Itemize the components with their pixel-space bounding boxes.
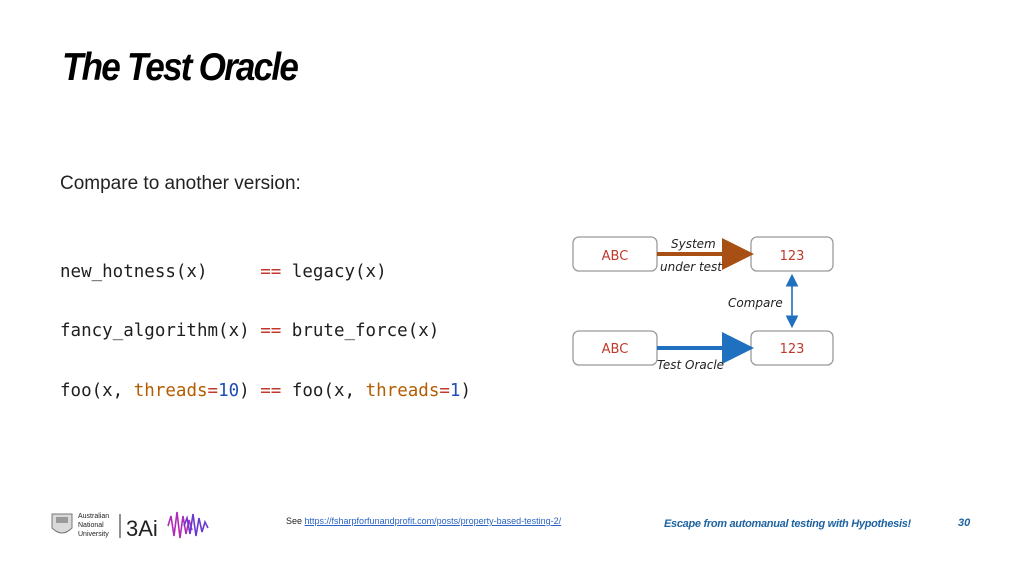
code-equals: = <box>207 381 219 401</box>
anu-logo-line1: Australian <box>78 513 109 520</box>
input-bottom-text: ABC <box>602 342 629 357</box>
reference-note: See https://fsharpforfunandprofit.com/po… <box>286 516 561 526</box>
code-operator: == <box>260 381 282 401</box>
talk-title: Escape from automanual testing with Hypo… <box>664 518 911 530</box>
output-bottom-text: 123 <box>780 342 805 357</box>
code-line-1: new_hotness(x) == legacy(x) <box>60 262 387 282</box>
code-number: 1 <box>449 381 461 401</box>
code-param: threads <box>365 381 440 401</box>
footer-logos: Australian National University 3Ai <box>51 511 209 541</box>
page-number: 30 <box>958 517 971 529</box>
3ai-wave-icon <box>167 511 209 539</box>
3ai-logo-text: 3Ai <box>126 516 158 541</box>
code-right: brute_force(x) <box>281 321 440 341</box>
code-right: legacy(x) <box>281 262 387 282</box>
label-oracle: Test Oracle <box>657 358 724 372</box>
test-oracle-diagram: ABC 123 System under test Compare ABC 12… <box>572 236 834 372</box>
reference-link[interactable]: https://fsharpforfunandprofit.com/posts/… <box>304 516 562 526</box>
code-left: new_hotness(x) <box>60 262 261 282</box>
code-part: foo(x, <box>281 381 366 401</box>
anu-crest-icon <box>51 513 73 534</box>
code-line-2: fancy_algorithm(x) == brute_force(x) <box>60 321 439 341</box>
code-part: ) <box>239 381 261 401</box>
output-top-text: 123 <box>780 249 805 264</box>
code-left: fancy_algorithm(x) <box>60 321 261 341</box>
code-part: foo(x, <box>60 381 134 401</box>
slide-title: The Test Oracle <box>62 46 299 89</box>
intro-text: Compare to another version: <box>60 173 301 194</box>
label-compare: Compare <box>728 296 783 310</box>
code-equals: = <box>439 381 450 401</box>
code-number: 10 <box>218 381 240 401</box>
input-top-text: ABC <box>602 249 629 264</box>
label-sut-line2: under test <box>660 260 723 274</box>
reference-prefix: See <box>286 516 303 526</box>
label-sut-line1: System <box>671 237 716 251</box>
anu-logo-line2: National <box>78 522 104 529</box>
code-line-3: foo(x, threads=10) == foo(x, threads=1) <box>60 381 471 401</box>
code-operator: == <box>260 262 282 282</box>
anu-logo-line3: University <box>78 531 109 538</box>
code-param: threads <box>133 381 208 401</box>
code-part: ) <box>460 381 472 401</box>
code-operator: == <box>260 321 282 341</box>
